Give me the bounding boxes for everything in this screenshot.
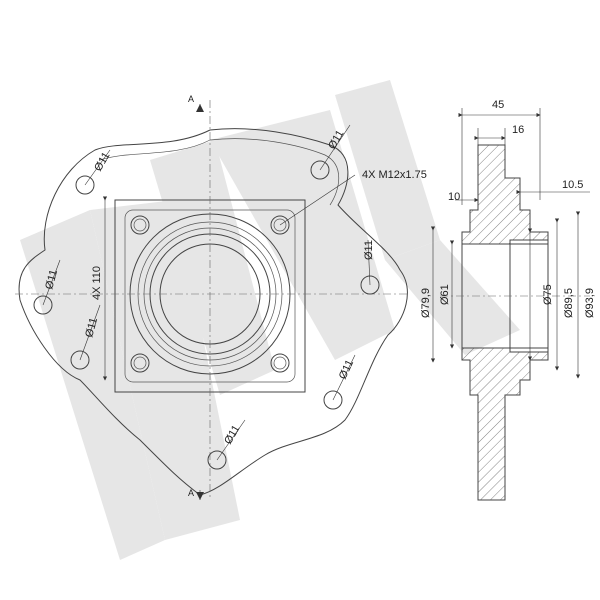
section-marker-top: A (188, 94, 194, 104)
flange-outline (18, 128, 408, 496)
dim-step-length: 16 (512, 124, 524, 136)
dim-dia-75: Ø75 (542, 284, 554, 305)
svg-text:Ø11: Ø11 (43, 268, 60, 290)
bolt-holes-square (130, 215, 290, 373)
svg-text:Ø11: Ø11 (92, 150, 112, 173)
dim-total-length: 45 (492, 99, 504, 111)
hole-labels: Ø11 Ø11 Ø11 Ø11 Ø11 Ø11 Ø11 (43, 128, 375, 446)
section-view (430, 108, 590, 501)
front-view (15, 100, 410, 500)
flange-holes (33, 160, 380, 470)
bolt-square-dim: 4X 110 (91, 266, 103, 300)
dim-dia-93-9: Ø93,9 (584, 288, 596, 318)
section-marker-bottom: A (188, 488, 194, 498)
svg-text:Ø11: Ø11 (363, 240, 375, 260)
svg-text:Ø11: Ø11 (337, 358, 356, 381)
svg-text:Ø11: Ø11 (222, 423, 242, 446)
housing-square-inner (124, 209, 296, 383)
dim-dia-61: Ø61 (439, 284, 451, 305)
section-upper (461, 144, 549, 245)
section-lower (461, 347, 549, 501)
svg-text:Ø11: Ø11 (83, 316, 100, 338)
thread-callout: 4X M12x1.75 (362, 169, 427, 181)
dim-face-offset: 10 (448, 191, 460, 203)
svg-text:Ø11: Ø11 (326, 128, 346, 151)
dim-dia-89-5: Ø89,5 (563, 288, 575, 318)
dim-recess-depth: 10.5 (562, 179, 583, 191)
watermark-logo (20, 80, 520, 560)
dim-dia-79-9: Ø79,9 (420, 288, 432, 318)
